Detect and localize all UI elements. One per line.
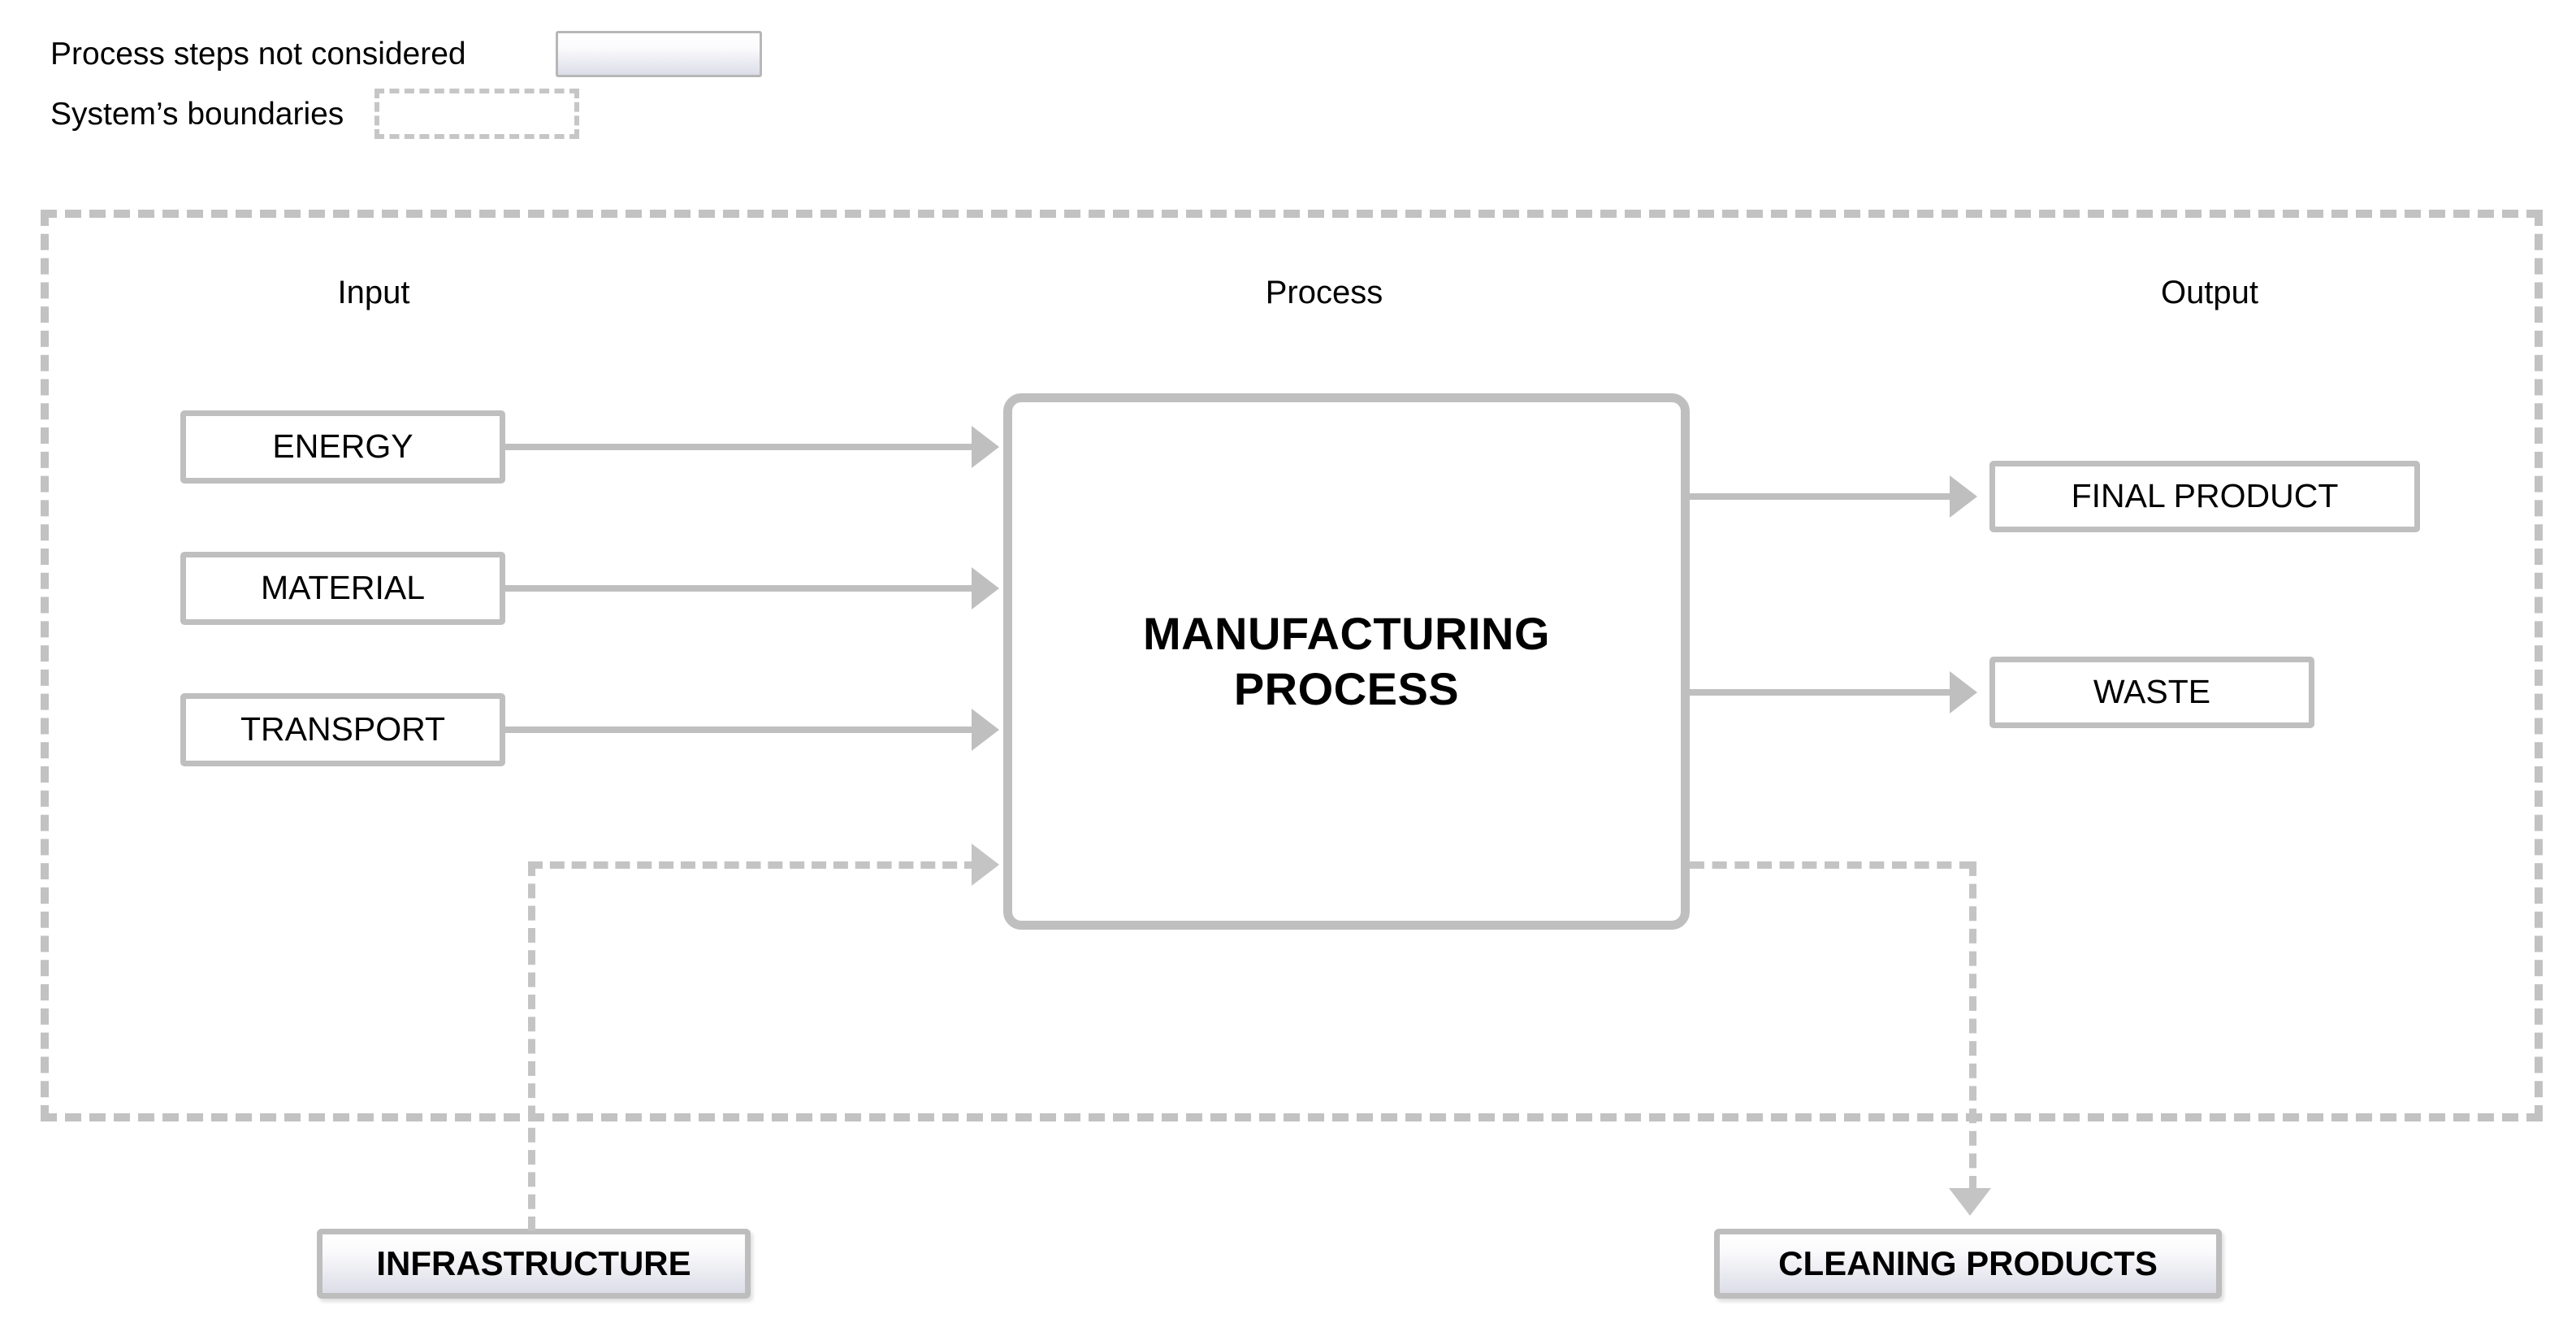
connector-transport-to-process [505, 727, 976, 733]
column-header-input: Input [337, 275, 410, 310]
connector-infrastructure-vertical [528, 861, 535, 1231]
legend-label-system-boundaries: System’s boundaries [50, 96, 344, 132]
arrow-head-icon-infrastructure [972, 844, 999, 886]
legend-item-system-boundaries: System’s boundaries [50, 89, 580, 139]
node-manufacturing-process[interactable]: MANUFACTURING PROCESS [1003, 393, 1690, 930]
node-waste[interactable]: WASTE [1989, 657, 2314, 728]
arrow-head-icon-waste [1950, 671, 1977, 714]
legend-item-excluded-steps: Process steps not considered [50, 29, 762, 78]
arrow-head-icon-cleaning-products [1949, 1188, 1991, 1216]
legend-swatch-dashed-box [374, 89, 580, 139]
arrow-head-icon-material [972, 567, 999, 609]
connector-process-to-waste [1690, 689, 1954, 696]
connector-energy-to-process [505, 444, 976, 450]
connector-cleaning-products-vertical [1969, 861, 1976, 1191]
column-header-process: Process [1265, 275, 1383, 310]
process-title-line-1: MANUFACTURING [1142, 607, 1551, 659]
legend: Process steps not considered System’s bo… [50, 18, 985, 140]
connector-material-to-process [505, 585, 976, 592]
node-transport[interactable]: TRANSPORT [180, 693, 505, 766]
arrow-head-icon-transport [972, 709, 999, 751]
system-boundary [41, 210, 2543, 1121]
connector-cleaning-products-horizontal [1690, 861, 1974, 869]
node-energy[interactable]: ENERGY [180, 410, 505, 484]
arrow-head-icon-final-product [1950, 475, 1977, 518]
node-final-product[interactable]: FINAL PRODUCT [1989, 461, 2420, 532]
connector-process-to-final-product [1690, 493, 1954, 500]
legend-swatch-gradient-box [555, 30, 762, 77]
arrow-head-icon-energy [972, 426, 999, 468]
column-header-output: Output [2160, 275, 2259, 310]
connector-infrastructure-horizontal [528, 861, 979, 869]
node-cleaning-products[interactable]: CLEANING PRODUCTS [1714, 1229, 2222, 1299]
process-title-line-2: PROCESS [1233, 663, 1460, 714]
node-material[interactable]: MATERIAL [180, 552, 505, 625]
legend-label-excluded-steps: Process steps not considered [50, 36, 466, 72]
node-infrastructure[interactable]: INFRASTRUCTURE [317, 1229, 751, 1299]
